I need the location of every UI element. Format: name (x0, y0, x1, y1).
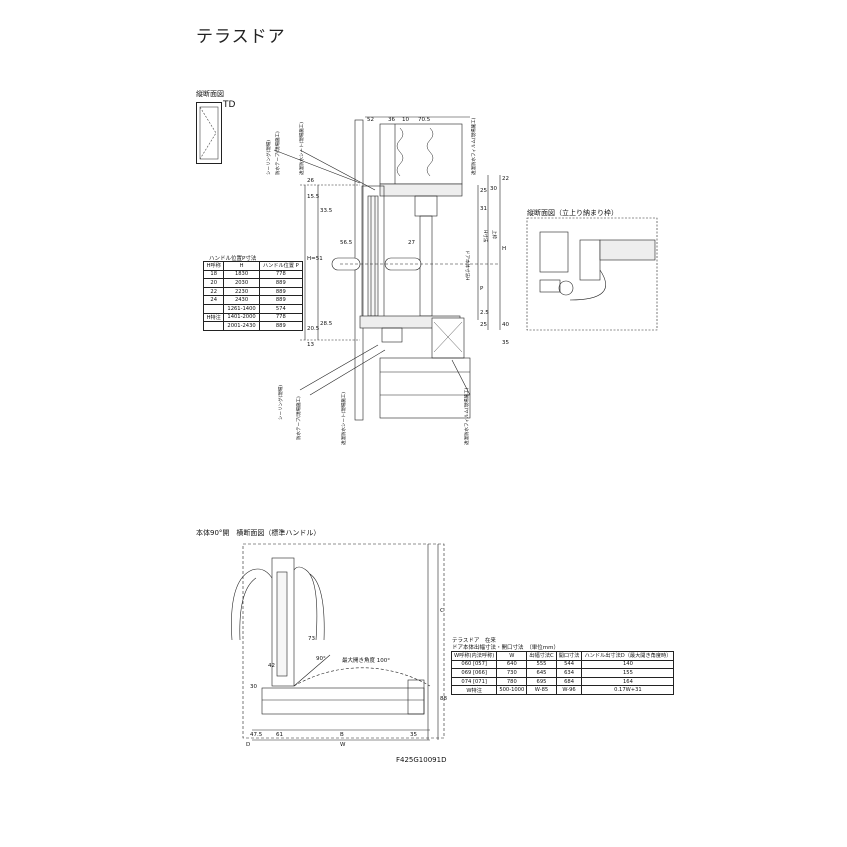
dim-top-70-5: 70.5 (418, 117, 431, 123)
dim-right-2-5: 2.5 (480, 310, 489, 316)
handle-table-cell: 889 (258, 321, 304, 331)
dim-right-p: P (480, 286, 484, 292)
dim-right-31: 31 (480, 206, 487, 212)
dim-h-35: 35 (410, 732, 417, 738)
door-type-icon (196, 102, 222, 164)
dim-h-c: C (440, 608, 444, 614)
dim-top-36: 36 (388, 117, 395, 123)
callout-tape-top: 防水テープ(現場施工) (274, 131, 281, 175)
size-table-caption-1: テラスドア 在来 (452, 638, 496, 644)
dim-handle-56-5: 56.5 (340, 240, 353, 246)
section-label-vertical: 縦断面図 (196, 90, 224, 98)
dim-h-d: D (246, 742, 250, 748)
dim-h-b: B (340, 732, 344, 738)
label-upper-frame: 上枠 (491, 230, 498, 239)
dim-h-w: W (340, 742, 346, 748)
dim-right-25b: 25 (480, 322, 487, 328)
header-beam (379, 183, 463, 197)
dim-h-73: 73 (308, 636, 315, 642)
dim-right-h: H (502, 246, 506, 252)
max-angle-label: 最大開き角度 100° (342, 656, 390, 664)
upper-wall (379, 123, 463, 185)
glass-pane (367, 195, 379, 317)
size-table-cell: W特注 (450, 685, 498, 695)
section-label-vertical-alt: 縦断面図（立上り納まり枠） (527, 209, 618, 217)
size-table-caption-2: ドア本体出幅寸法・開口寸法 （単位mm） (452, 645, 559, 651)
dim-left-20-5: 20.5 (307, 326, 320, 332)
alt-section-frame (526, 217, 658, 331)
swing-arc (293, 667, 431, 687)
bottom-frame (261, 687, 425, 715)
size-table-cell: 0.17W+31 (581, 685, 675, 695)
handle-table-cell (202, 321, 225, 331)
dim-h-61: 61 (276, 732, 283, 738)
dim-top-52: 52 (367, 117, 374, 123)
dim-right-25: 25 (480, 188, 487, 194)
dim-h-88: 88 (440, 696, 447, 702)
dim-right-30: 30 (490, 186, 497, 192)
dim-left-15-5: 15.5 (307, 194, 320, 200)
section-label-horizontal: 本体90°開 横断面図（標準ハンドル） (196, 529, 321, 537)
dim-left-h51: H=51 (307, 256, 323, 262)
dim-h-47-5: 47.5 (250, 732, 263, 738)
drawing-code: F425G10091D (396, 756, 447, 764)
dim-right-22: 22 (502, 176, 509, 182)
size-table-cell: W-85 (526, 685, 557, 695)
dim-left-33-5: 33.5 (320, 208, 333, 214)
callout-sealing-bottom: シーリング(現場) (277, 385, 284, 420)
dim-left-28-5: 28.5 (320, 321, 333, 327)
door-leaf (271, 557, 295, 687)
callout-sealing-top: シーリング(現場) (265, 140, 272, 175)
callout-film-top: 透湿防水フィルム(現場施工) (470, 117, 477, 175)
dim-h-90: 90° (316, 656, 326, 662)
dim-h-42: 42 (268, 663, 275, 669)
callout-film-bottom: 透湿防水フィルム(現場施工) (463, 387, 470, 445)
sill-lower (381, 327, 403, 343)
page-title: テラスドア (196, 27, 286, 47)
insulation (396, 127, 434, 177)
handle-table-caption: ハンドル位置P寸法 (209, 256, 257, 262)
floor-block (431, 317, 465, 359)
callout-tape-bottom: 防水テープ(現場施工) (295, 396, 302, 440)
dim-h-30: 30 (250, 684, 257, 690)
dim-top-10: 10 (402, 117, 409, 123)
lever-handle-left (231, 568, 273, 641)
lever-handle-right (293, 566, 318, 641)
label-door-h: ドア本体寸法H (464, 250, 471, 280)
door-code: TD (223, 100, 236, 110)
foundation (379, 357, 471, 419)
callout-sheet-top: 透湿防水シート(現場施工) (298, 122, 305, 175)
dim-left-26: 26 (307, 178, 314, 184)
dim-handle-27: 27 (408, 240, 415, 246)
label-h-dim: H寸法 (482, 230, 489, 243)
horizontal-section-box (242, 543, 445, 739)
dim-left-13: 13 (307, 342, 314, 348)
callout-sheet-bottom: 透湿防水シート(現場施工) (340, 392, 347, 445)
dim-right-35: 35 (502, 340, 509, 346)
dim-right-40: 40 (502, 322, 509, 328)
